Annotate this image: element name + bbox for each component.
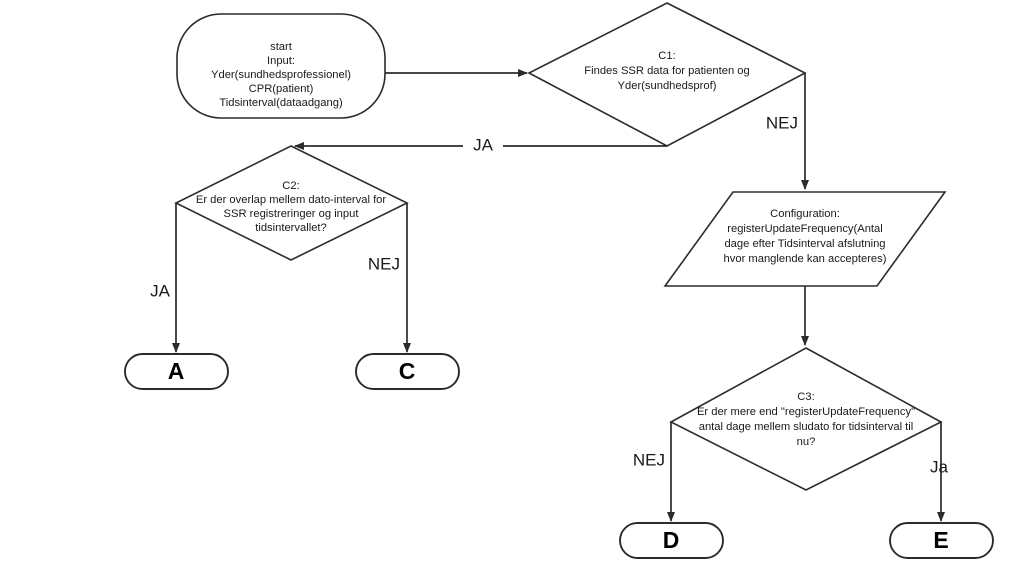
configuration-line-3: dage efter Tidsinterval afslutning: [724, 238, 885, 250]
c3-line-1: C3:: [797, 391, 814, 403]
terminal-c-label: C: [399, 358, 416, 384]
c2-line-1: C2:: [282, 180, 299, 192]
configuration-line-4: hvor manglende kan accepteres): [724, 253, 887, 265]
node-c3[interactable]: C3: Er der mere end "registerUpdateFrequ…: [669, 347, 943, 491]
configuration-line-2: registerUpdateFrequency(Antal: [727, 223, 882, 235]
start-line-5: Tidsinterval(dataadgang): [219, 97, 343, 109]
node-terminal-d[interactable]: D: [619, 522, 724, 559]
c1-line-2: Findes SSR data for patienten og: [584, 65, 749, 77]
node-terminal-e[interactable]: E: [889, 522, 994, 559]
edge-c3-ja-to-e: Ja: [930, 422, 949, 522]
node-c1[interactable]: C1: Findes SSR data for patienten og Yde…: [527, 2, 807, 147]
c2-shape: [174, 145, 409, 261]
terminal-e-label: E: [933, 527, 948, 553]
start-line-4: CPR(patient): [249, 83, 314, 95]
c1-line-1: C1:: [658, 50, 675, 62]
node-configuration[interactable]: Configuration: registerUpdateFrequency(A…: [663, 191, 947, 287]
edge-c3-nej-to-d: NEJ: [633, 422, 675, 522]
edge-label-ja-top: JA: [473, 135, 494, 154]
edge-label-backdrop: [463, 136, 503, 156]
edge-c2-ja-to-a: JA: [150, 203, 180, 353]
edge-label-nej: NEJ: [633, 450, 665, 469]
configuration-shape: [663, 191, 947, 287]
terminal-e-shape: [889, 522, 994, 559]
c3-line-2: Er der mere end "registerUpdateFrequency…: [697, 406, 915, 418]
c3-line-4: nu?: [797, 436, 816, 448]
edge-label-ja: Ja: [930, 457, 949, 476]
terminal-a-label: A: [168, 358, 185, 384]
edge-label-nej: NEJ: [368, 254, 400, 273]
edge-c1-nej-to-config: NEJ: [766, 73, 809, 190]
node-terminal-a[interactable]: A: [124, 353, 229, 390]
node-start[interactable]: start Input: Yder(sundhedsprofessionel) …: [176, 13, 386, 119]
start-shape: [176, 13, 386, 119]
edge-c2-nej-to-c: NEJ: [368, 203, 411, 353]
edge-label-ja: JA: [150, 281, 171, 300]
c2-line-2: Er der overlap mellem dato-interval for: [196, 194, 387, 206]
terminal-a-shape: [124, 353, 229, 390]
node-terminal-c[interactable]: C: [355, 353, 460, 390]
terminal-c-shape: [355, 353, 460, 390]
c2-line-3: SSR registreringer og input: [224, 208, 360, 220]
configuration-line-1: Configuration:: [770, 208, 840, 220]
c2-line-4: tidsintervallet?: [255, 222, 327, 234]
start-line-3: Yder(sundhedsprofessionel): [211, 69, 351, 81]
node-c2[interactable]: C2: Er der overlap mellem dato-interval …: [174, 145, 409, 261]
c3-line-3: antal dage mellem sludato for tidsinterv…: [699, 421, 914, 433]
start-line-1: start: [270, 41, 293, 53]
terminal-d-label: D: [663, 527, 680, 553]
edge-label-nej: NEJ: [766, 113, 798, 132]
c3-shape: [669, 347, 943, 491]
c1-line-3: Yder(sundhedsprof): [618, 80, 717, 92]
c1-shape: [527, 2, 807, 147]
start-line-2: Input:: [267, 55, 295, 67]
terminal-d-shape: [619, 522, 724, 559]
